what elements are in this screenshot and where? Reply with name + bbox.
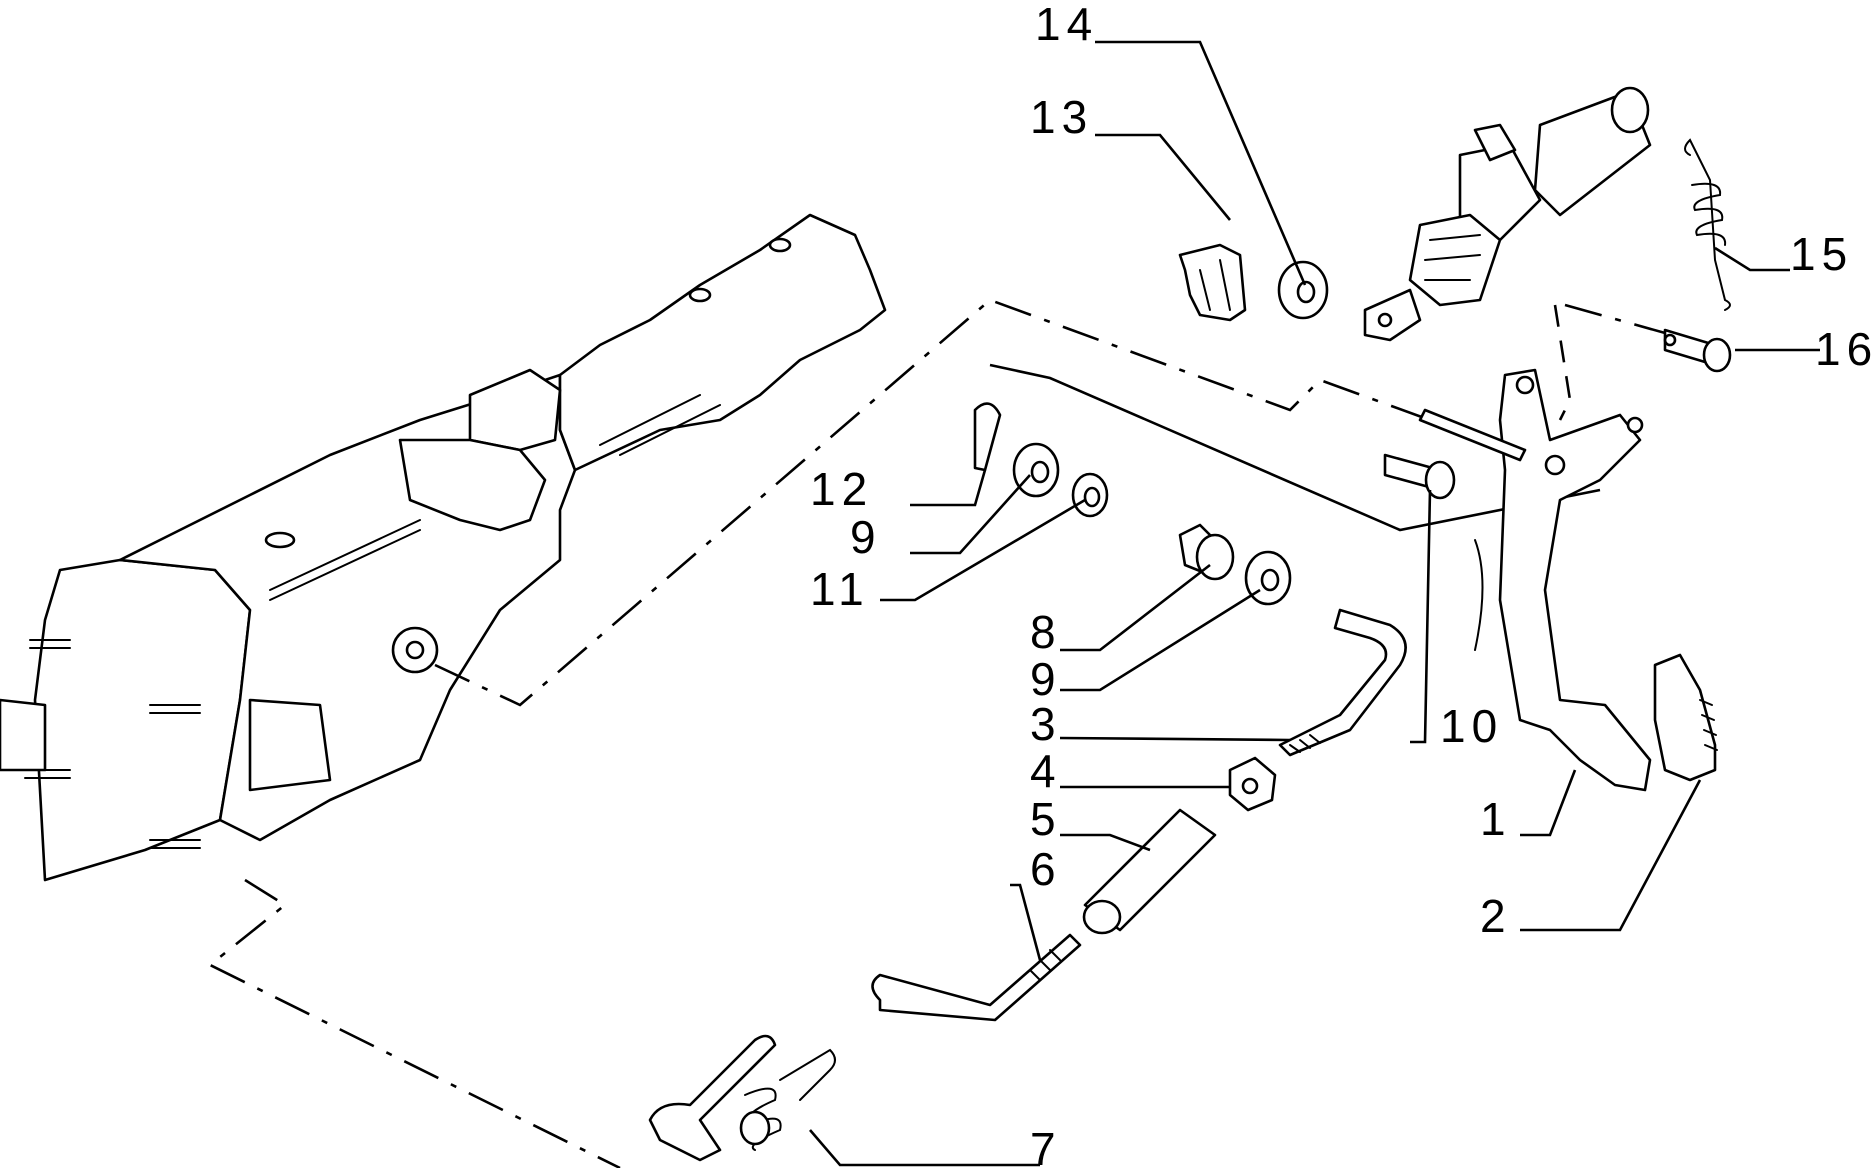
callout-14: 14 xyxy=(1035,0,1098,50)
callout-15: 15 xyxy=(1790,228,1853,280)
bushing xyxy=(1178,523,1235,581)
clip xyxy=(1178,243,1247,322)
pedal-pad xyxy=(1653,653,1718,782)
washer-retainer xyxy=(1277,260,1329,320)
washer-lower xyxy=(1244,550,1292,606)
split-pin xyxy=(973,402,1002,472)
callout-4: 4 xyxy=(1030,745,1062,797)
callout-labels: 14 13 15 16 12 9 11 8 9 10 3 4 5 6 7 1 2 xyxy=(810,0,1872,1168)
callout-9b: 9 xyxy=(1030,653,1062,705)
callout-6: 6 xyxy=(1030,843,1062,895)
callout-7: 7 xyxy=(1030,1123,1062,1168)
assembly-lines xyxy=(207,298,1691,1168)
washer-small xyxy=(1071,472,1109,518)
threaded-hook-rod xyxy=(871,933,1082,1022)
master-cylinder xyxy=(1363,86,1652,342)
tension-spring xyxy=(1684,138,1731,311)
callout-10: 10 xyxy=(1440,700,1503,752)
return-spring-assembly xyxy=(648,1034,836,1162)
callout-3: 3 xyxy=(1030,698,1062,750)
callout-11: 11 xyxy=(810,563,870,615)
callout-2: 2 xyxy=(1480,890,1512,942)
callout-16: 16 xyxy=(1815,323,1872,375)
pedal-support-bracket xyxy=(0,213,887,882)
callout-9a: 9 xyxy=(850,511,882,563)
callout-12: 12 xyxy=(810,463,873,515)
leader-lines xyxy=(809,40,1820,1167)
callout-13: 13 xyxy=(1030,91,1093,143)
washer-upper xyxy=(1012,442,1060,498)
callout-8: 8 xyxy=(1030,606,1062,658)
pedal-arm xyxy=(1474,368,1652,792)
adjuster-sleeve xyxy=(1082,808,1217,935)
nut xyxy=(1228,756,1277,812)
callout-5: 5 xyxy=(1030,793,1062,845)
threaded-rod xyxy=(1278,608,1407,757)
pivot-bolt xyxy=(1383,408,1527,500)
clevis-pin xyxy=(1663,328,1732,373)
callout-1: 1 xyxy=(1480,793,1512,845)
